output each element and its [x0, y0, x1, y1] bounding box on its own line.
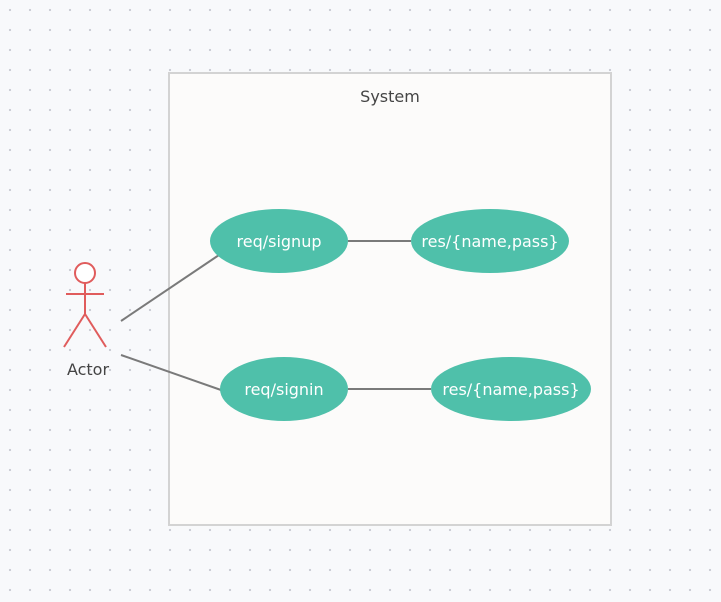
- actor-signin-connector[interactable]: [120, 354, 222, 391]
- use-case-signin-label: req/signin: [244, 380, 323, 399]
- use-case-signup-response-ellipse[interactable]: [411, 209, 569, 273]
- use-case-signin-response-ellipse[interactable]: [431, 357, 591, 421]
- use-case-signup-label: req/signup: [237, 232, 322, 251]
- actor[interactable]: Actor: [63, 262, 110, 379]
- actor-signup-connector[interactable]: [120, 254, 220, 322]
- use-case-signup-ellipse[interactable]: [210, 209, 348, 273]
- use-case-signin-response-label: res/{name,pass}: [442, 380, 579, 399]
- system-boundary[interactable]: System: [168, 72, 612, 526]
- actor-right-leg: [84, 313, 107, 348]
- use-case-signup-response[interactable]: res/{name,pass}: [411, 209, 569, 273]
- system-box[interactable]: [168, 72, 612, 526]
- actor-head: [74, 262, 96, 284]
- use-case-signin-ellipse[interactable]: [220, 357, 348, 421]
- stick-figure-icon[interactable]: [63, 262, 107, 348]
- use-case-signup-response-label: res/{name,pass}: [421, 232, 558, 251]
- use-case-signin-response[interactable]: res/{name,pass}: [431, 357, 591, 421]
- actor-left-leg: [63, 313, 86, 348]
- system-title: System: [360, 87, 420, 106]
- use-case-signup[interactable]: req/signup: [210, 209, 348, 273]
- actor-label: Actor: [67, 360, 110, 379]
- use-case-signin[interactable]: req/signin: [220, 357, 348, 421]
